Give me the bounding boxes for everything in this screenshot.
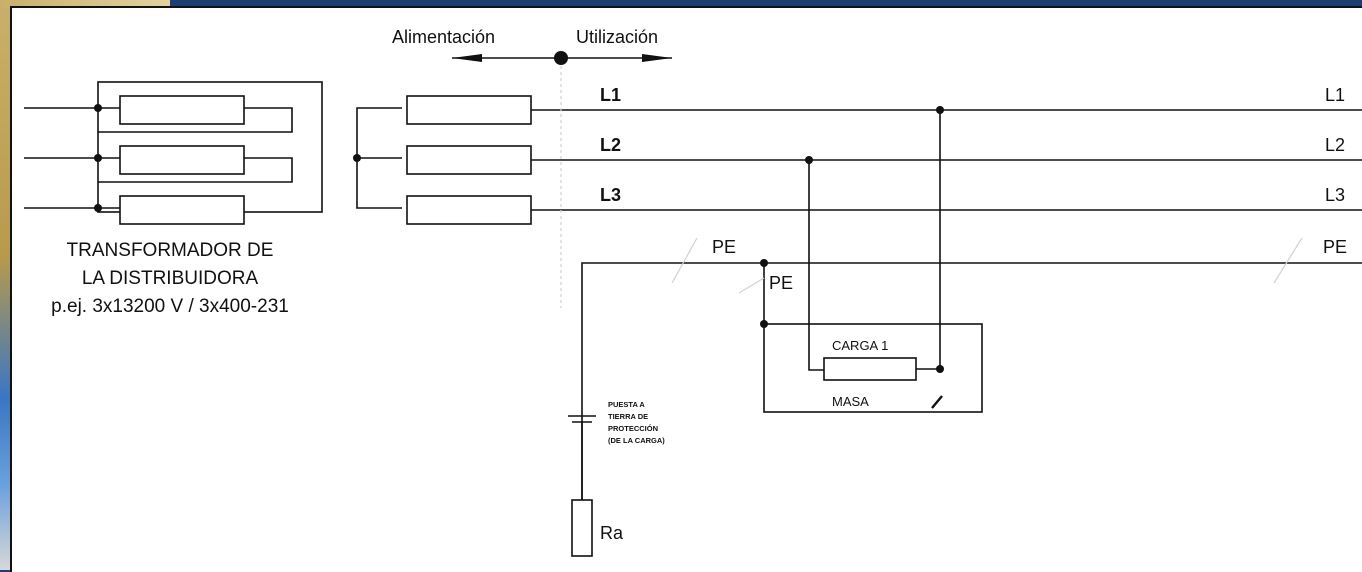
- faint-mark: [671, 237, 698, 284]
- connection-point-icon: [554, 51, 568, 65]
- label-utilizacion: Utilización: [576, 27, 658, 47]
- load-mass-frame: [763, 323, 983, 413]
- junction-dot: [936, 365, 944, 373]
- transformer-connection-2: [98, 157, 293, 183]
- pe-line: [581, 262, 1362, 518]
- load-resistor: [823, 357, 917, 381]
- arrow-left-icon: [452, 54, 482, 62]
- label-pe-right: PE: [1323, 237, 1347, 257]
- label-ra: Ra: [600, 523, 624, 543]
- junction-dot: [760, 320, 768, 328]
- earth-note-line-2: TIERRA DE: [608, 412, 648, 421]
- transformer-winding-2: [119, 145, 245, 175]
- junction-dot: [94, 104, 102, 112]
- junction-dot: [94, 204, 102, 212]
- transformer-winding-1: [119, 95, 245, 125]
- label-carga: CARGA 1: [832, 338, 888, 353]
- faint-mark: [738, 277, 765, 294]
- transformer-caption-line-3: p.ej. 3x13200 V / 3x400-231: [51, 296, 289, 317]
- label-l3-left: L3: [600, 185, 621, 205]
- background-decoration-top: [0, 0, 170, 8]
- earth-note-line-1: PUESTA A: [608, 400, 645, 409]
- label-l3-right: L3: [1325, 185, 1345, 205]
- secondary-winding-3: [406, 195, 532, 225]
- transformer-caption-line-2: LA DISTRIBUIDORA: [82, 268, 259, 289]
- junction-dot: [760, 259, 768, 267]
- label-l1-left: L1: [600, 85, 621, 105]
- transformer-winding-3: [119, 195, 245, 225]
- label-l1-right: L1: [1325, 85, 1345, 105]
- label-alimentacion: Alimentación: [392, 27, 495, 47]
- ra-resistor: [571, 499, 593, 557]
- label-l2-left: L2: [600, 135, 621, 155]
- transformer-connection-1: [98, 107, 293, 133]
- fault-mark: [931, 395, 943, 409]
- faint-mark: [1273, 237, 1303, 284]
- junction-dot: [936, 106, 944, 114]
- diagram-canvas: Alimentación Utilización L1 L2 L3 L1 L2 …: [10, 6, 1362, 572]
- label-pe-main: PE: [712, 237, 736, 257]
- junction-dot: [805, 156, 813, 164]
- label-l2-right: L2: [1325, 135, 1345, 155]
- drop-l2: [808, 160, 824, 371]
- label-pe-drop: PE: [769, 273, 793, 293]
- secondary-winding-2: [406, 145, 532, 175]
- transformer-caption-line-1: TRANSFORMADOR DE: [67, 240, 274, 261]
- arrow-right-icon: [642, 54, 672, 62]
- secondary-winding-1: [406, 95, 532, 125]
- junction-dot: [94, 154, 102, 162]
- junction-dot: [353, 154, 361, 162]
- earth-note-line-3: PROTECCIÓN: [608, 424, 658, 433]
- earth-note-line-4: (DE LA CARGA): [608, 436, 665, 445]
- label-masa: MASA: [832, 394, 869, 409]
- wiring-diagram: Alimentación Utilización L1 L2 L3 L1 L2 …: [24, 27, 1362, 557]
